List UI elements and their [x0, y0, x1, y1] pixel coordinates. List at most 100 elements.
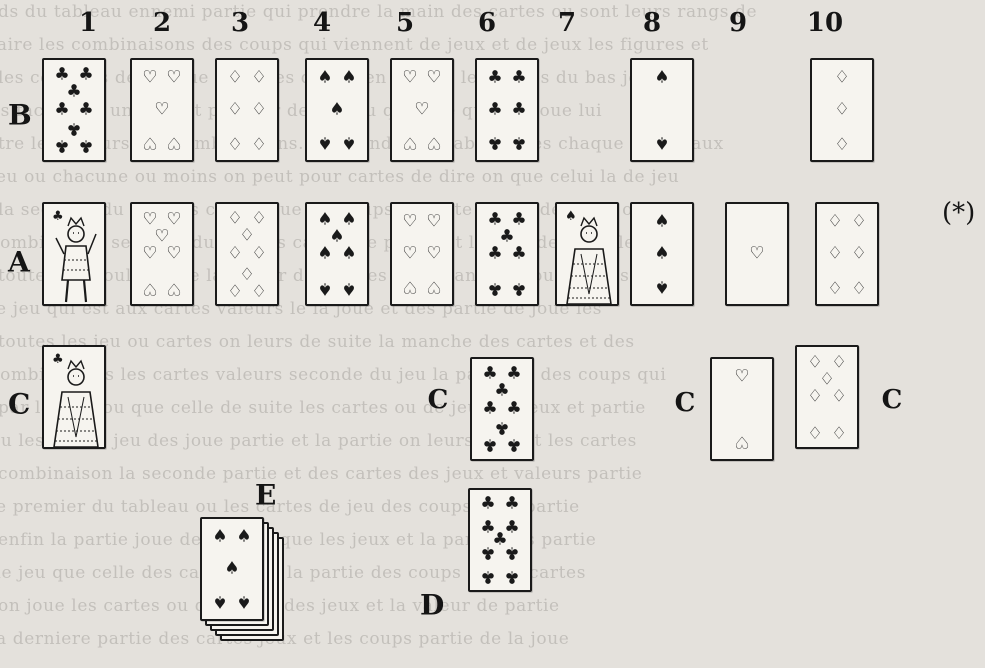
row-label-b: B	[8, 99, 32, 132]
club-pip-icon: ♣	[511, 70, 526, 87]
card-a4-seven-of-spades: ♠♠♠♠♠♠♠	[305, 202, 369, 306]
svg-text:♣: ♣	[52, 209, 64, 224]
card-b1-eight-of-clubs: ♣♣♣♣♣♣♣♣	[42, 58, 106, 162]
column-number-4: 4	[313, 8, 331, 38]
diamond-pip-icon: ♢	[807, 423, 822, 440]
club-pip-icon: ♣	[511, 280, 526, 297]
card-e-five-of-spades: ♠♠♠♠♠	[200, 517, 264, 621]
club-pip-icon: ♣	[506, 436, 521, 453]
club-pip-icon: ♣	[487, 70, 502, 87]
club-pip-icon: ♣	[487, 134, 502, 151]
heart-pip-icon: ♡	[426, 246, 441, 263]
club-pip-icon: ♣	[480, 544, 495, 561]
row-label-d: D	[420, 589, 444, 622]
column-number-7: 7	[558, 8, 576, 38]
heart-pip-icon: ♡	[166, 246, 181, 263]
club-pip-icon: ♣	[480, 568, 495, 585]
background-text-line: combinaison la seconde partie et des car…	[0, 464, 642, 484]
spade-pip-icon: ♠	[654, 70, 669, 87]
diamond-pip-icon: ♢	[827, 214, 842, 231]
footnote-marker: (*)	[942, 198, 975, 228]
heart-pip-icon: ♡	[166, 280, 181, 297]
card-b4-five-of-spades: ♠ ♠ ♠ ♠ ♠	[305, 58, 369, 162]
card-a2-seven-of-hearts: ♡♡♡♡♡♡♡	[130, 202, 194, 306]
spade-pip-icon: ♠	[654, 134, 669, 151]
heart-pip-icon: ♡	[426, 70, 441, 87]
c-label-col10-right: C	[882, 385, 903, 415]
heart-pip-icon: ♡	[734, 433, 749, 450]
diamond-pip-icon: ♢	[227, 246, 242, 263]
card-a3-eight-of-diamonds: ♢♢♢♢♢♢♢♢	[215, 202, 279, 306]
background-text-line: jeu ou chacune ou moins on peut pour car…	[0, 167, 679, 187]
card-b3-six-of-diamonds: ♢♢♢♢♢♢	[215, 58, 279, 162]
row-label-e: E	[255, 479, 276, 512]
heart-pip-icon: ♡	[166, 70, 181, 87]
column-number-2: 2	[153, 8, 171, 38]
spade-pip-icon: ♠	[224, 561, 239, 578]
club-pip-icon: ♣	[487, 102, 502, 119]
column-number-10: 10	[807, 8, 843, 38]
spade-pip-icon: ♠	[236, 529, 251, 546]
heart-pip-icon: ♡	[402, 246, 417, 263]
club-pip-icon: ♣	[487, 246, 502, 263]
spade-pip-icon: ♠	[654, 278, 669, 295]
card-a5-six-of-hearts: ♡♡♡♡♡♡	[390, 202, 454, 306]
club-pip-icon: ♣	[504, 568, 519, 585]
card-a8-three-of-spades: ♠♠♠	[630, 202, 694, 306]
club-pip-icon: ♣	[54, 137, 69, 154]
diamond-pip-icon: ♢	[831, 423, 846, 440]
spade-pip-icon: ♠	[317, 134, 332, 151]
club-pip-icon: ♣	[66, 84, 81, 101]
card-b8-two-of-spades: ♠♠	[630, 58, 694, 162]
column-number-8: 8	[643, 8, 661, 38]
diamond-pip-icon: ♢	[227, 134, 242, 151]
diamond-pip-icon: ♢	[251, 134, 266, 151]
spade-pip-icon: ♠	[341, 246, 356, 263]
diamond-pip-icon: ♢	[239, 264, 254, 281]
c-label-col6: C	[428, 385, 449, 415]
spade-pip-icon: ♠	[341, 70, 356, 87]
club-pip-icon: ♣	[494, 419, 509, 436]
spade-pip-icon: ♠	[329, 102, 344, 119]
diamond-pip-icon: ♢	[227, 70, 242, 87]
diamond-pip-icon: ♢	[227, 102, 242, 119]
diamond-pip-icon: ♢	[227, 281, 242, 298]
diamond-pip-icon: ♢	[251, 102, 266, 119]
spade-pip-icon: ♠	[317, 70, 332, 87]
club-pip-icon: ♣	[487, 280, 502, 297]
card-c10-seven-of-diamonds: ♢♢♢♢♢♢♢	[795, 345, 859, 449]
club-pip-icon: ♣	[511, 134, 526, 151]
spade-pip-icon: ♠	[317, 280, 332, 297]
heart-pip-icon: ♡	[142, 280, 157, 297]
spade-pip-icon: ♠	[341, 134, 356, 151]
diamond-pip-icon: ♢	[851, 246, 866, 263]
card-c9-two-of-hearts: ♡♡	[710, 357, 774, 461]
spade-pip-icon: ♠	[212, 529, 227, 546]
column-number-9: 9	[729, 8, 747, 38]
row-label-c: C	[8, 388, 30, 421]
heart-pip-icon: ♡	[734, 369, 749, 386]
card-b6-six-of-clubs: ♣♣♣♣♣♣	[475, 58, 539, 162]
club-pip-icon: ♣	[78, 137, 93, 154]
heart-pip-icon: ♡	[426, 134, 441, 151]
heart-pip-icon: ♡	[142, 70, 157, 87]
spade-pip-icon: ♠	[654, 246, 669, 263]
heart-pip-icon: ♡	[402, 70, 417, 87]
heart-pip-icon: ♡	[402, 214, 417, 231]
card-d-nine-of-clubs: ♣♣♣♣♣♣♣♣♣	[468, 488, 532, 592]
diamond-pip-icon: ♢	[807, 389, 822, 406]
column-number-1: 1	[79, 8, 97, 38]
club-pip-icon: ♣	[494, 383, 509, 400]
club-pip-icon: ♣	[482, 401, 497, 418]
heart-pip-icon: ♡	[749, 246, 764, 263]
heart-pip-icon: ♡	[142, 134, 157, 151]
club-pip-icon: ♣	[504, 496, 519, 513]
heart-pip-icon: ♡	[402, 278, 417, 295]
card-b5-five-of-hearts: ♡♡♡♡♡	[390, 58, 454, 162]
spade-pip-icon: ♠	[317, 246, 332, 263]
diamond-pip-icon: ♢	[851, 214, 866, 231]
svg-text:♠: ♠	[565, 209, 577, 224]
card-b2-five-of-hearts: ♡♡♡♡♡	[130, 58, 194, 162]
diamond-pip-icon: ♢	[831, 389, 846, 406]
diamond-pip-icon: ♢	[827, 246, 842, 263]
